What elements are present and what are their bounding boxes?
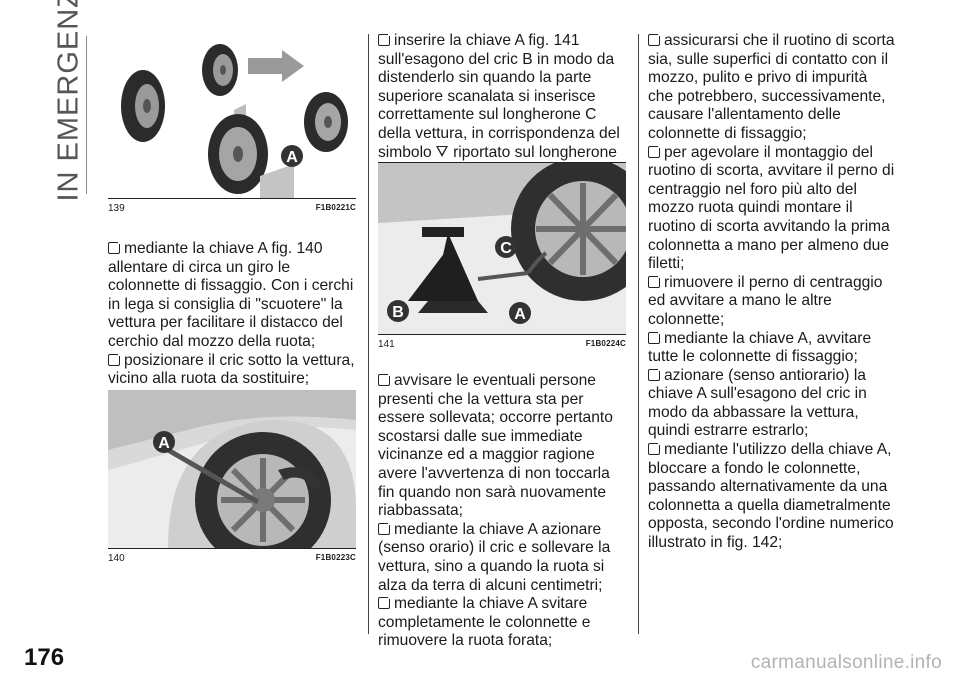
bullet-icon [108,351,122,366]
column-3-text: assicurarsi che il ruotino di scorta sia… [648,32,896,553]
figure-139-image: A [108,36,356,198]
bullet-icon [378,520,392,535]
col2-paragraph-4: mediante la chiave A svitare completamen… [378,595,626,651]
lift-point-symbol-icon [436,145,449,157]
col3-p4-text: mediante la chiave A, avvitare tutte le … [648,329,872,366]
col3-paragraph-4: mediante la chiave A, avvitare tutte le … [648,329,896,367]
bullet-icon [648,366,662,381]
figure-141-label-a: A [514,306,526,323]
col1-p2-text: posizionare il cric sotto la vettura, vi… [108,351,355,388]
bullet-icon [648,143,662,158]
bullet-icon [378,32,392,46]
figure-139: A 139 F1B0221C [108,36,356,214]
figure-139-number: 139 [108,203,125,214]
col3-paragraph-1: assicurarsi che il ruotino di scorta sia… [648,32,896,144]
section-title-vertical: IN EMERGENZA [52,0,85,202]
bullet-icon [378,372,392,386]
col3-paragraph-2: per agevolare il montaggio del ruotino d… [648,143,896,274]
wheel-wrench-illustration: A [108,390,356,548]
bullet-icon [648,32,662,46]
side-rule [86,36,87,194]
figure-140-label-a: A [158,435,170,452]
col1-paragraph-2: posizionare il cric sotto la vettura, vi… [108,351,356,389]
col2-p3-text: mediante la chiave A azionare (senso ora… [378,520,611,594]
figure-141-image: C B A [378,162,626,334]
figure-140-code: F1B0223C [315,553,356,562]
bullet-icon [648,441,662,456]
col1-p1-text: mediante la chiave A fig. 140 allentare … [108,240,354,350]
figure-141-code: F1B0224C [585,339,626,348]
col2-paragraph-2: avvisare le eventuali persone presenti c… [378,372,626,521]
bullet-icon [378,595,392,610]
figure-141-number: 141 [378,339,395,350]
watermark: carmanualsonline.info [750,652,942,673]
col2-p1a-text: inserire la chiave A fig. 141 sull'esago… [378,32,620,161]
col3-paragraph-5: azionare (senso antiorario) la chiave A … [648,366,896,441]
page-number: 176 [24,644,65,671]
column-2-text-lower: avvisare le eventuali persone presenti c… [378,372,626,651]
figure-139-code: F1B0221C [315,203,356,212]
bullet-icon [648,329,662,344]
bullet-icon [648,273,662,288]
figure-140-image: A [108,390,356,548]
col3-p1-text: assicurarsi che il ruotino di scorta sia… [648,32,895,142]
figure-141-label-b: B [392,304,404,321]
figure-139-label-a: A [286,149,298,166]
column-2-text: inserire la chiave A fig. 141 sull'esago… [378,32,626,181]
col3-p6-text: mediante l'utilizzo della chiave A, bloc… [648,441,894,552]
column-divider [368,34,369,634]
col3-p3-text: rimuovere il perno di centraggio ed avvi… [648,273,883,328]
col2-p4-text: mediante la chiave A svitare completamen… [378,595,591,650]
col3-paragraph-3: rimuovere il perno di centraggio ed avvi… [648,273,896,330]
jack-illustration: C B A [378,162,626,334]
col2-paragraph-3: mediante la chiave A azionare (senso ora… [378,520,626,595]
col3-p5-text: azionare (senso antiorario) la chiave A … [648,366,867,440]
figure-140-number: 140 [108,553,125,564]
col3-p2-text: per agevolare il montaggio del ruotino d… [648,143,895,273]
col3-paragraph-6: mediante l'utilizzo della chiave A, bloc… [648,441,896,553]
col2-paragraph-1: inserire la chiave A fig. 141 sull'esago… [378,32,626,181]
col1-paragraph-1: mediante la chiave A fig. 140 allentare … [108,240,356,352]
column-1-text: mediante la chiave A fig. 140 allentare … [108,240,356,389]
column-divider [638,34,639,634]
bullet-icon [108,240,122,254]
figure-140: A 140 F1B0223C [108,390,356,564]
section-title: IN EMERGENZA [52,0,85,202]
figure-141: C B A 141 F1B0224C [378,162,626,350]
col2-p2-text: avvisare le eventuali persone presenti c… [378,372,613,520]
figure-141-label-c: C [500,240,512,257]
tyres-illustration: A [108,36,356,198]
